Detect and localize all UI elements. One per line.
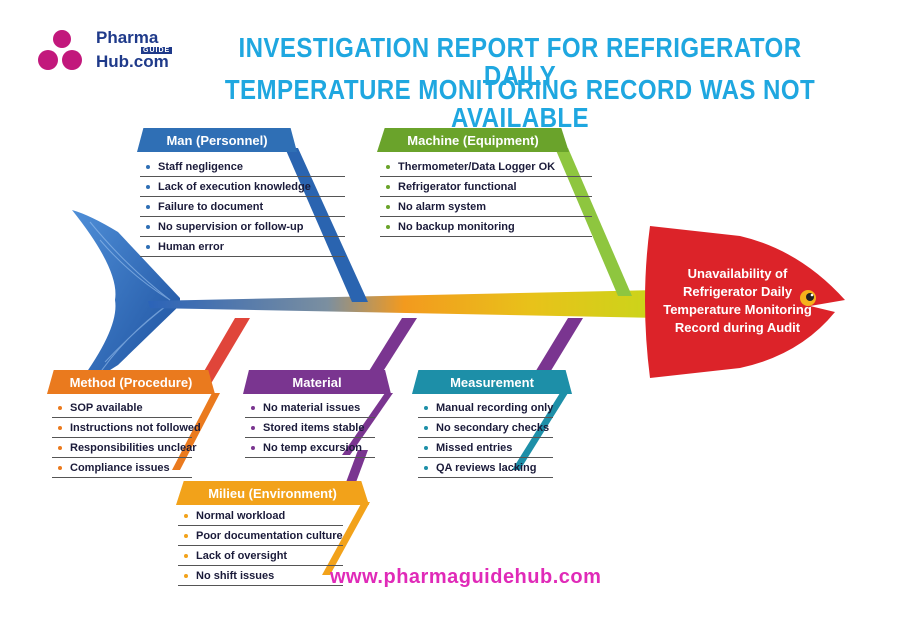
- category-measurement-header: Measurement: [412, 370, 572, 394]
- list-item: No temp excursion: [245, 438, 375, 458]
- list-item: No secondary checks: [418, 418, 553, 438]
- list-item: Lack of oversight: [178, 546, 343, 566]
- category-machine-list: Thermometer/Data Logger OK Refrigerator …: [380, 157, 592, 237]
- list-item: SOP available: [52, 398, 192, 418]
- list-item: Refrigerator functional: [380, 177, 592, 197]
- category-measurement-list: Manual recording only No secondary check…: [418, 398, 553, 478]
- list-item: Poor documentation culture: [178, 526, 343, 546]
- list-item: Thermometer/Data Logger OK: [380, 157, 592, 177]
- category-method-list: SOP available Instructions not followed …: [52, 398, 201, 478]
- category-machine-header: Machine (Equipment): [377, 128, 569, 152]
- list-item: Missed entries: [418, 438, 553, 458]
- list-item: Stored items stable: [245, 418, 375, 438]
- list-item: No material issues: [245, 398, 375, 418]
- footer-url[interactable]: www.pharmaguidehub.com: [330, 566, 602, 588]
- list-item: Normal workload: [178, 506, 343, 526]
- category-method-title: Method (Procedure): [69, 374, 193, 390]
- list-item: QA reviews lacking: [418, 458, 553, 478]
- category-method-header: Method (Procedure): [47, 370, 215, 394]
- list-item: Lack of execution knowledge: [140, 177, 345, 197]
- category-measurement-title: Measurement: [450, 374, 534, 390]
- bone-milieu: [345, 450, 368, 485]
- page-title-line1: INVESTIGATION REPORT FOR REFRIGERATOR DA…: [238, 32, 802, 91]
- list-item: No shift issues: [178, 566, 343, 586]
- page-title-line2: TEMPERATURE MONITORING RECORD WAS NOT AV…: [224, 74, 816, 133]
- problem-statement: Unavailability of Refrigerator Daily Tem…: [663, 266, 812, 335]
- fish-spine: [148, 290, 660, 318]
- fish-tail: [72, 210, 180, 392]
- category-milieu-header: Milieu (Environment): [176, 481, 369, 505]
- list-item: Manual recording only: [418, 398, 553, 418]
- list-item: Instructions not followed: [52, 418, 201, 438]
- list-item: Staff negligence: [140, 157, 345, 177]
- pharmaguidehub-logo: Pharma GUIDE Hub.com: [38, 28, 178, 80]
- category-milieu-title: Milieu (Environment): [208, 485, 337, 501]
- list-item: Compliance issues: [52, 458, 192, 478]
- logo-text-pharma: Pharma: [96, 28, 159, 47]
- logo-text-hub: Hub.com: [96, 52, 169, 71]
- list-item: No supervision or follow-up: [140, 217, 345, 237]
- list-item: Human error: [140, 237, 345, 257]
- bone-machine: [555, 148, 632, 296]
- category-man-header: Man (Personnel): [137, 128, 297, 152]
- logo-text-guide: GUIDE: [141, 47, 173, 54]
- category-milieu-list: Normal workload Poor documentation cultu…: [178, 506, 343, 586]
- list-item: No alarm system: [380, 197, 592, 217]
- bone-man: [285, 148, 368, 302]
- list-item: Failure to document: [140, 197, 345, 217]
- category-man-title: Man (Personnel): [166, 132, 268, 148]
- list-item: Responsibilities unclear: [52, 438, 197, 458]
- category-material-header: Material: [243, 370, 391, 394]
- fish-head: [645, 226, 845, 378]
- list-item: No backup monitoring: [380, 217, 592, 237]
- category-machine-title: Machine (Equipment): [407, 132, 539, 148]
- category-material-title: Material: [292, 374, 342, 390]
- category-material-list: No material issues Stored items stable N…: [245, 398, 375, 458]
- category-man-list: Staff negligence Lack of execution knowl…: [140, 157, 345, 257]
